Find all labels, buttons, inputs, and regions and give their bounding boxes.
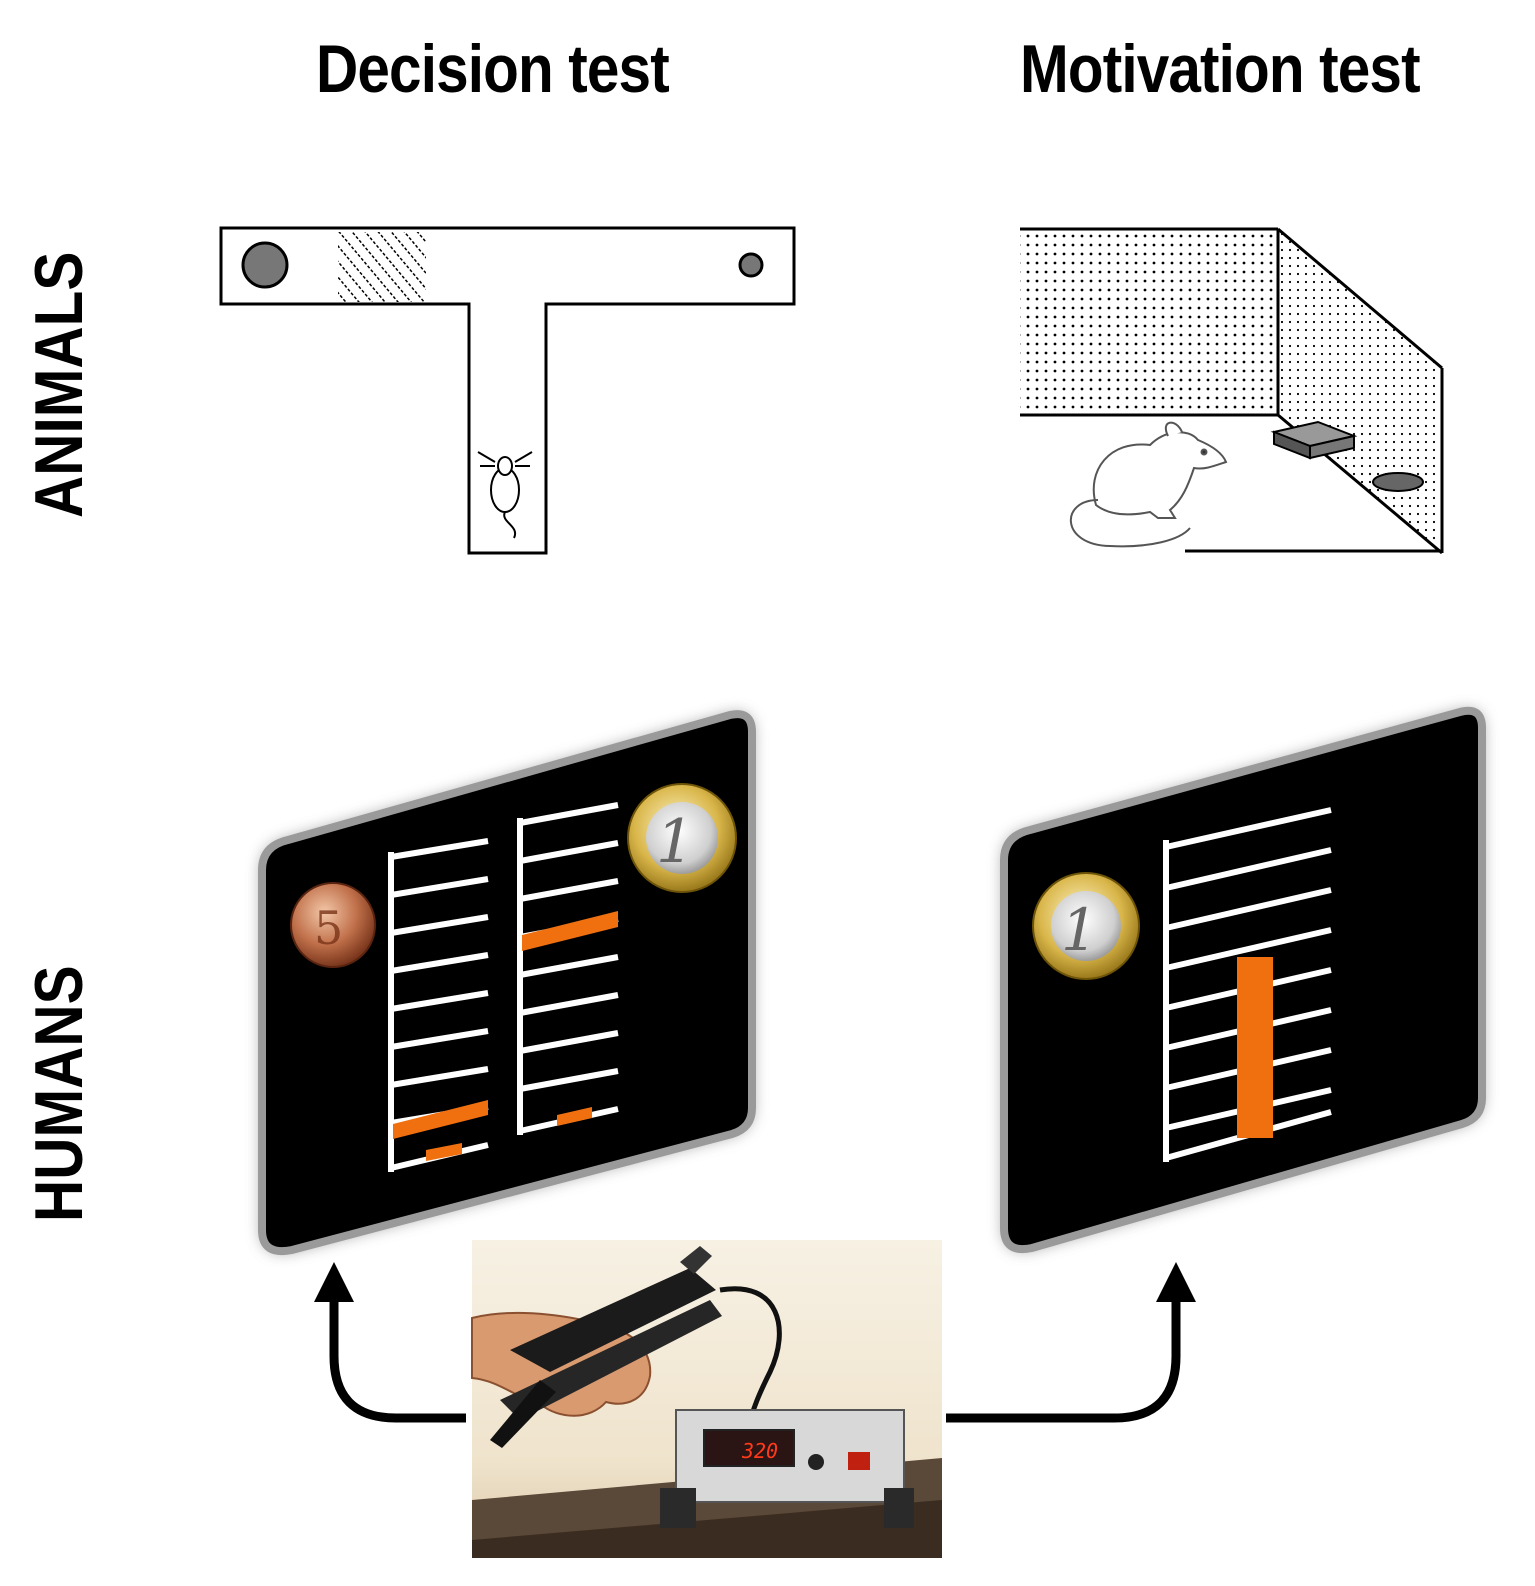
motivation-bar (1237, 957, 1273, 1138)
t-maze (219, 226, 796, 555)
decision-test-title: Decision test (316, 31, 670, 107)
svg-text:5: 5 (314, 901, 343, 955)
one-euro-coin-icon: 1 (1032, 872, 1140, 980)
arrow-to-motivation (946, 1296, 1181, 1423)
one-euro-coin-icon: 1 (627, 783, 737, 893)
five-cent-coin-icon: 5 (290, 882, 376, 968)
lever-icon (1270, 420, 1358, 460)
digital-display (703, 1429, 795, 1467)
effort-chamber (1020, 227, 1444, 555)
rat-side-view-icon (1070, 421, 1228, 548)
arrow-to-decision (329, 1296, 466, 1423)
svg-text:1: 1 (1061, 896, 1098, 964)
arrows (329, 1296, 1181, 1423)
arrowhead-left-icon (314, 1262, 354, 1302)
device-readout: 320 (741, 1439, 779, 1463)
bar-left-high (393, 1100, 488, 1139)
arrowhead-right-icon (1156, 1262, 1196, 1302)
food-cup-icon (1372, 472, 1424, 492)
large-reward-icon (241, 241, 289, 289)
svg-text:1: 1 (656, 807, 694, 877)
hand-dynamometer-photo (471, 1240, 942, 1558)
mouse-top-view-icon (477, 451, 533, 539)
bar-right-high (522, 911, 618, 951)
small-reward-icon (738, 252, 764, 278)
decision-bars (393, 911, 618, 1161)
bar-right-low (557, 1107, 592, 1126)
bar-left-low (426, 1143, 462, 1161)
motivation-screen: 1 (1000, 706, 1486, 1253)
barrier-icon (338, 232, 426, 302)
decision-screen: 5 1 (258, 710, 756, 1255)
motivation-test-title: Motivation test (1020, 31, 1421, 107)
